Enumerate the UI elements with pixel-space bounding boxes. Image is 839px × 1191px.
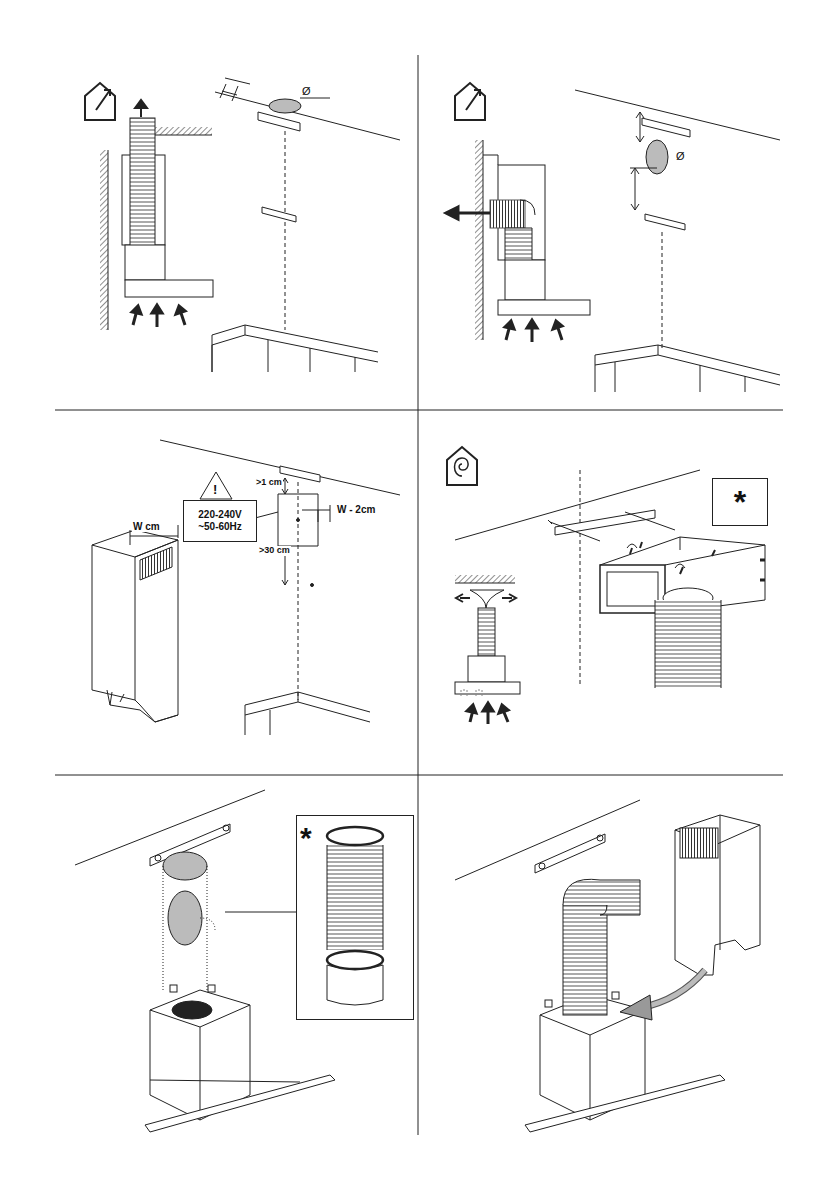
detail-marker: *	[300, 819, 312, 857]
warning-box: 220-240V ~50-60Hz	[183, 500, 257, 542]
diameter-symbol: Ø	[676, 150, 685, 162]
dimension-label: W cm	[132, 521, 161, 532]
detail-marker: *	[734, 482, 746, 522]
detail-callout-box: *	[296, 815, 414, 1020]
dimension-label: >30 cm	[258, 546, 291, 556]
diameter-symbol: Ø	[302, 85, 311, 97]
dimension-label: >1 cm	[255, 478, 283, 488]
dimension-label: W - 2cm	[336, 504, 376, 515]
detail-callout-box: *	[712, 478, 768, 526]
voltage-text: 220-240V ~50-60Hz	[189, 509, 251, 534]
warning-mark: !	[213, 483, 217, 497]
